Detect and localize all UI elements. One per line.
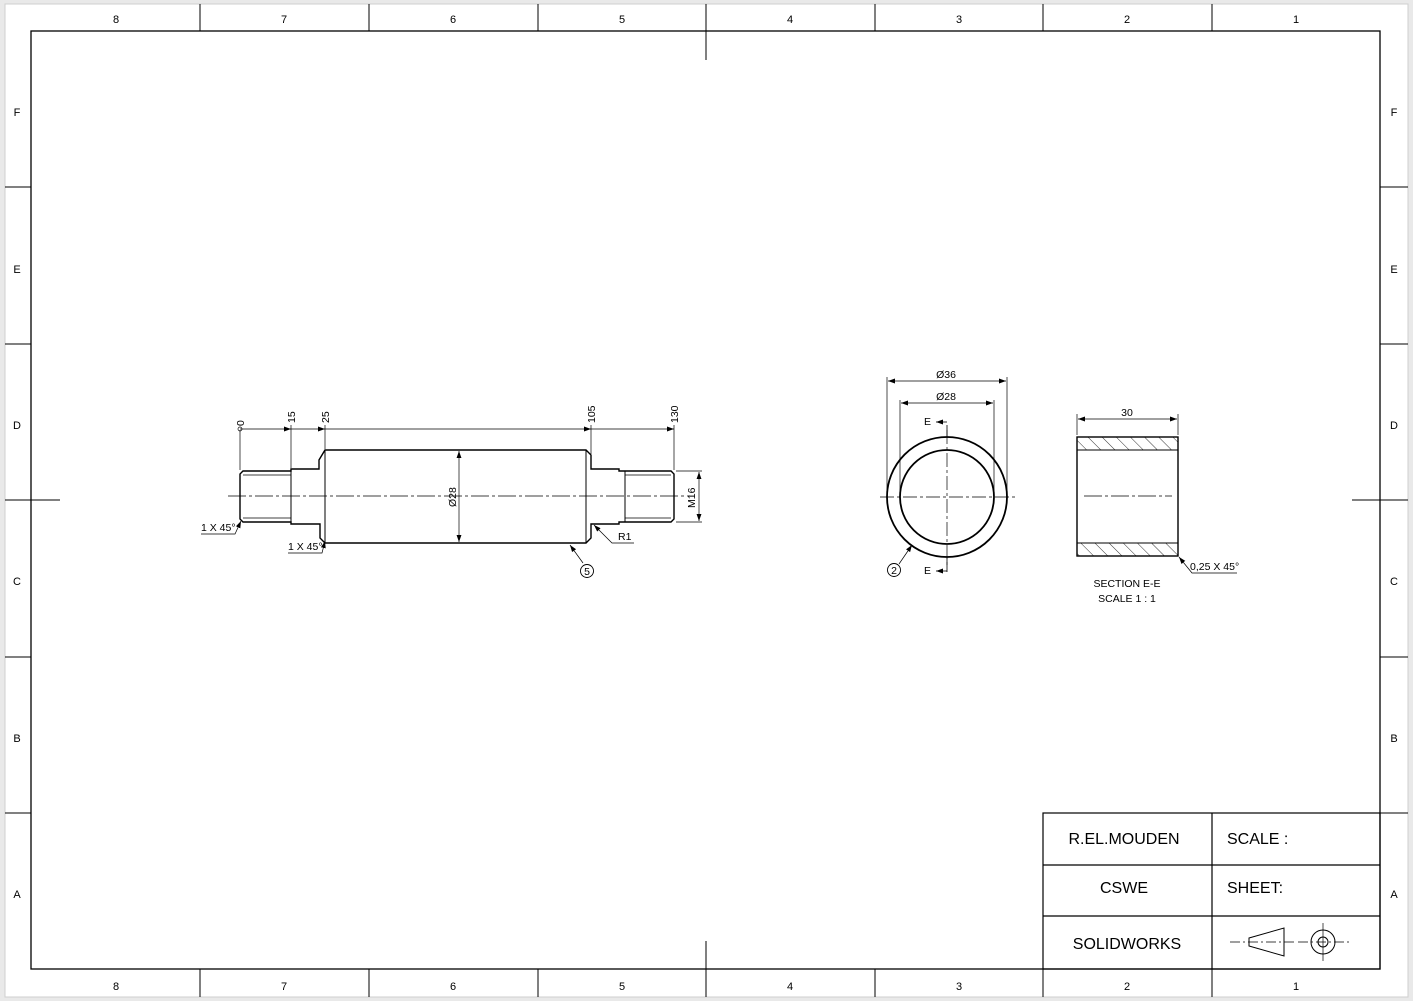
row-label: B xyxy=(1390,733,1397,745)
chamfer-step-label: 1 X 45° xyxy=(288,541,323,553)
section-hatch-bottom xyxy=(1076,542,1179,557)
row-label: F xyxy=(1391,107,1398,119)
section-hatch-top xyxy=(1076,436,1179,451)
dia-28-label: Ø28 xyxy=(447,487,459,507)
ordinate-labels: 0 15 25 105 130 xyxy=(235,405,681,426)
col-label: 5 xyxy=(619,14,625,26)
col-label: 4 xyxy=(787,981,793,993)
zone-row-labels: F E D C B A F E D C B A xyxy=(13,107,1398,901)
col-label: 8 xyxy=(113,14,119,26)
balloon-2-label: 2 xyxy=(891,565,897,577)
thread-dimension xyxy=(676,470,702,523)
software-cell: SOLIDWORKS xyxy=(1073,936,1181,953)
width-30-dimension xyxy=(1076,414,1179,435)
col-label: 2 xyxy=(1124,14,1130,26)
col-label: 3 xyxy=(956,981,962,993)
section-title: SECTION E-E xyxy=(1093,578,1160,590)
col-label: 6 xyxy=(450,14,456,26)
col-label: 2 xyxy=(1124,981,1130,993)
ordinate-label: 105 xyxy=(586,405,598,423)
row-label: C xyxy=(1390,576,1398,588)
ordinate-label: 25 xyxy=(320,411,332,423)
ordinate-label: 15 xyxy=(286,411,298,423)
width-30-label: 30 xyxy=(1121,407,1133,419)
section-scale: SCALE 1 : 1 xyxy=(1098,593,1156,605)
col-label: 6 xyxy=(450,981,456,993)
col-label: 7 xyxy=(281,981,287,993)
cutting-plane xyxy=(936,419,948,574)
col-label: 7 xyxy=(281,14,287,26)
cut-label-top: E xyxy=(924,416,931,428)
balloon-2 xyxy=(887,563,901,577)
shaft-view: 0 15 25 105 130 Ø28 M16 1 X 45° 1 X 45° … xyxy=(201,405,702,578)
sheet-border xyxy=(4,3,1409,998)
row-label: A xyxy=(13,889,21,901)
author-cell: R.EL.MOUDEN xyxy=(1068,831,1179,848)
ordinate-label: 130 xyxy=(669,405,681,423)
col-label: 1 xyxy=(1293,981,1299,993)
radius-label: R1 xyxy=(618,531,632,543)
cut-label-bottom: E xyxy=(924,565,931,577)
row-label: E xyxy=(1390,264,1397,276)
ordinate-dimensions xyxy=(237,425,675,470)
col-label: 1 xyxy=(1293,14,1299,26)
shaft-feature-lines xyxy=(239,450,675,543)
thread-minor-lines xyxy=(243,474,671,519)
ring-front-view: E E Ø36 Ø28 2 xyxy=(880,369,1015,577)
row-label: D xyxy=(1390,420,1398,432)
row-label: C xyxy=(13,576,21,588)
scale-cell: SCALE : xyxy=(1227,831,1288,848)
chamfer-left-label: 1 X 45° xyxy=(201,522,236,534)
col-label: 3 xyxy=(956,14,962,26)
cert-cell: CSWE xyxy=(1100,880,1148,897)
thread-label: M16 xyxy=(686,487,698,508)
balloon-5 xyxy=(580,564,594,578)
dia-28-ring-dimension xyxy=(899,400,995,495)
section-outline xyxy=(1076,436,1179,557)
title-block: R.EL.MOUDEN SCALE : CSWE SHEET: SOLIDWOR… xyxy=(1042,812,1381,970)
row-label: D xyxy=(13,420,21,432)
col-label: 5 xyxy=(619,981,625,993)
dia-36-dimension xyxy=(886,377,1008,495)
dia-28-ring-label: Ø28 xyxy=(936,391,956,403)
balloon-5-label: 5 xyxy=(584,566,590,578)
balloon-2-leader xyxy=(898,544,913,565)
row-label: E xyxy=(13,264,20,276)
row-label: F xyxy=(14,107,21,119)
dia-36-label: Ø36 xyxy=(936,369,956,381)
section-chamfer-leader xyxy=(1178,556,1237,574)
section-view: 30 0,25 X 45° SECTION E-E SCALE 1 : 1 xyxy=(1076,407,1239,605)
col-label: 8 xyxy=(113,981,119,993)
zone-column-labels: 8 7 6 5 4 3 2 1 8 7 6 5 4 3 2 1 xyxy=(113,14,1299,993)
row-label: A xyxy=(1390,889,1398,901)
col-label: 4 xyxy=(787,14,793,26)
ordinate-label: 0 xyxy=(235,420,247,426)
chamfer-leaders xyxy=(201,520,634,564)
sheet-cell: SHEET: xyxy=(1227,880,1283,897)
section-chamfer-label: 0,25 X 45° xyxy=(1190,561,1239,573)
row-label: B xyxy=(13,733,20,745)
first-angle-projection-icon xyxy=(1230,923,1352,961)
